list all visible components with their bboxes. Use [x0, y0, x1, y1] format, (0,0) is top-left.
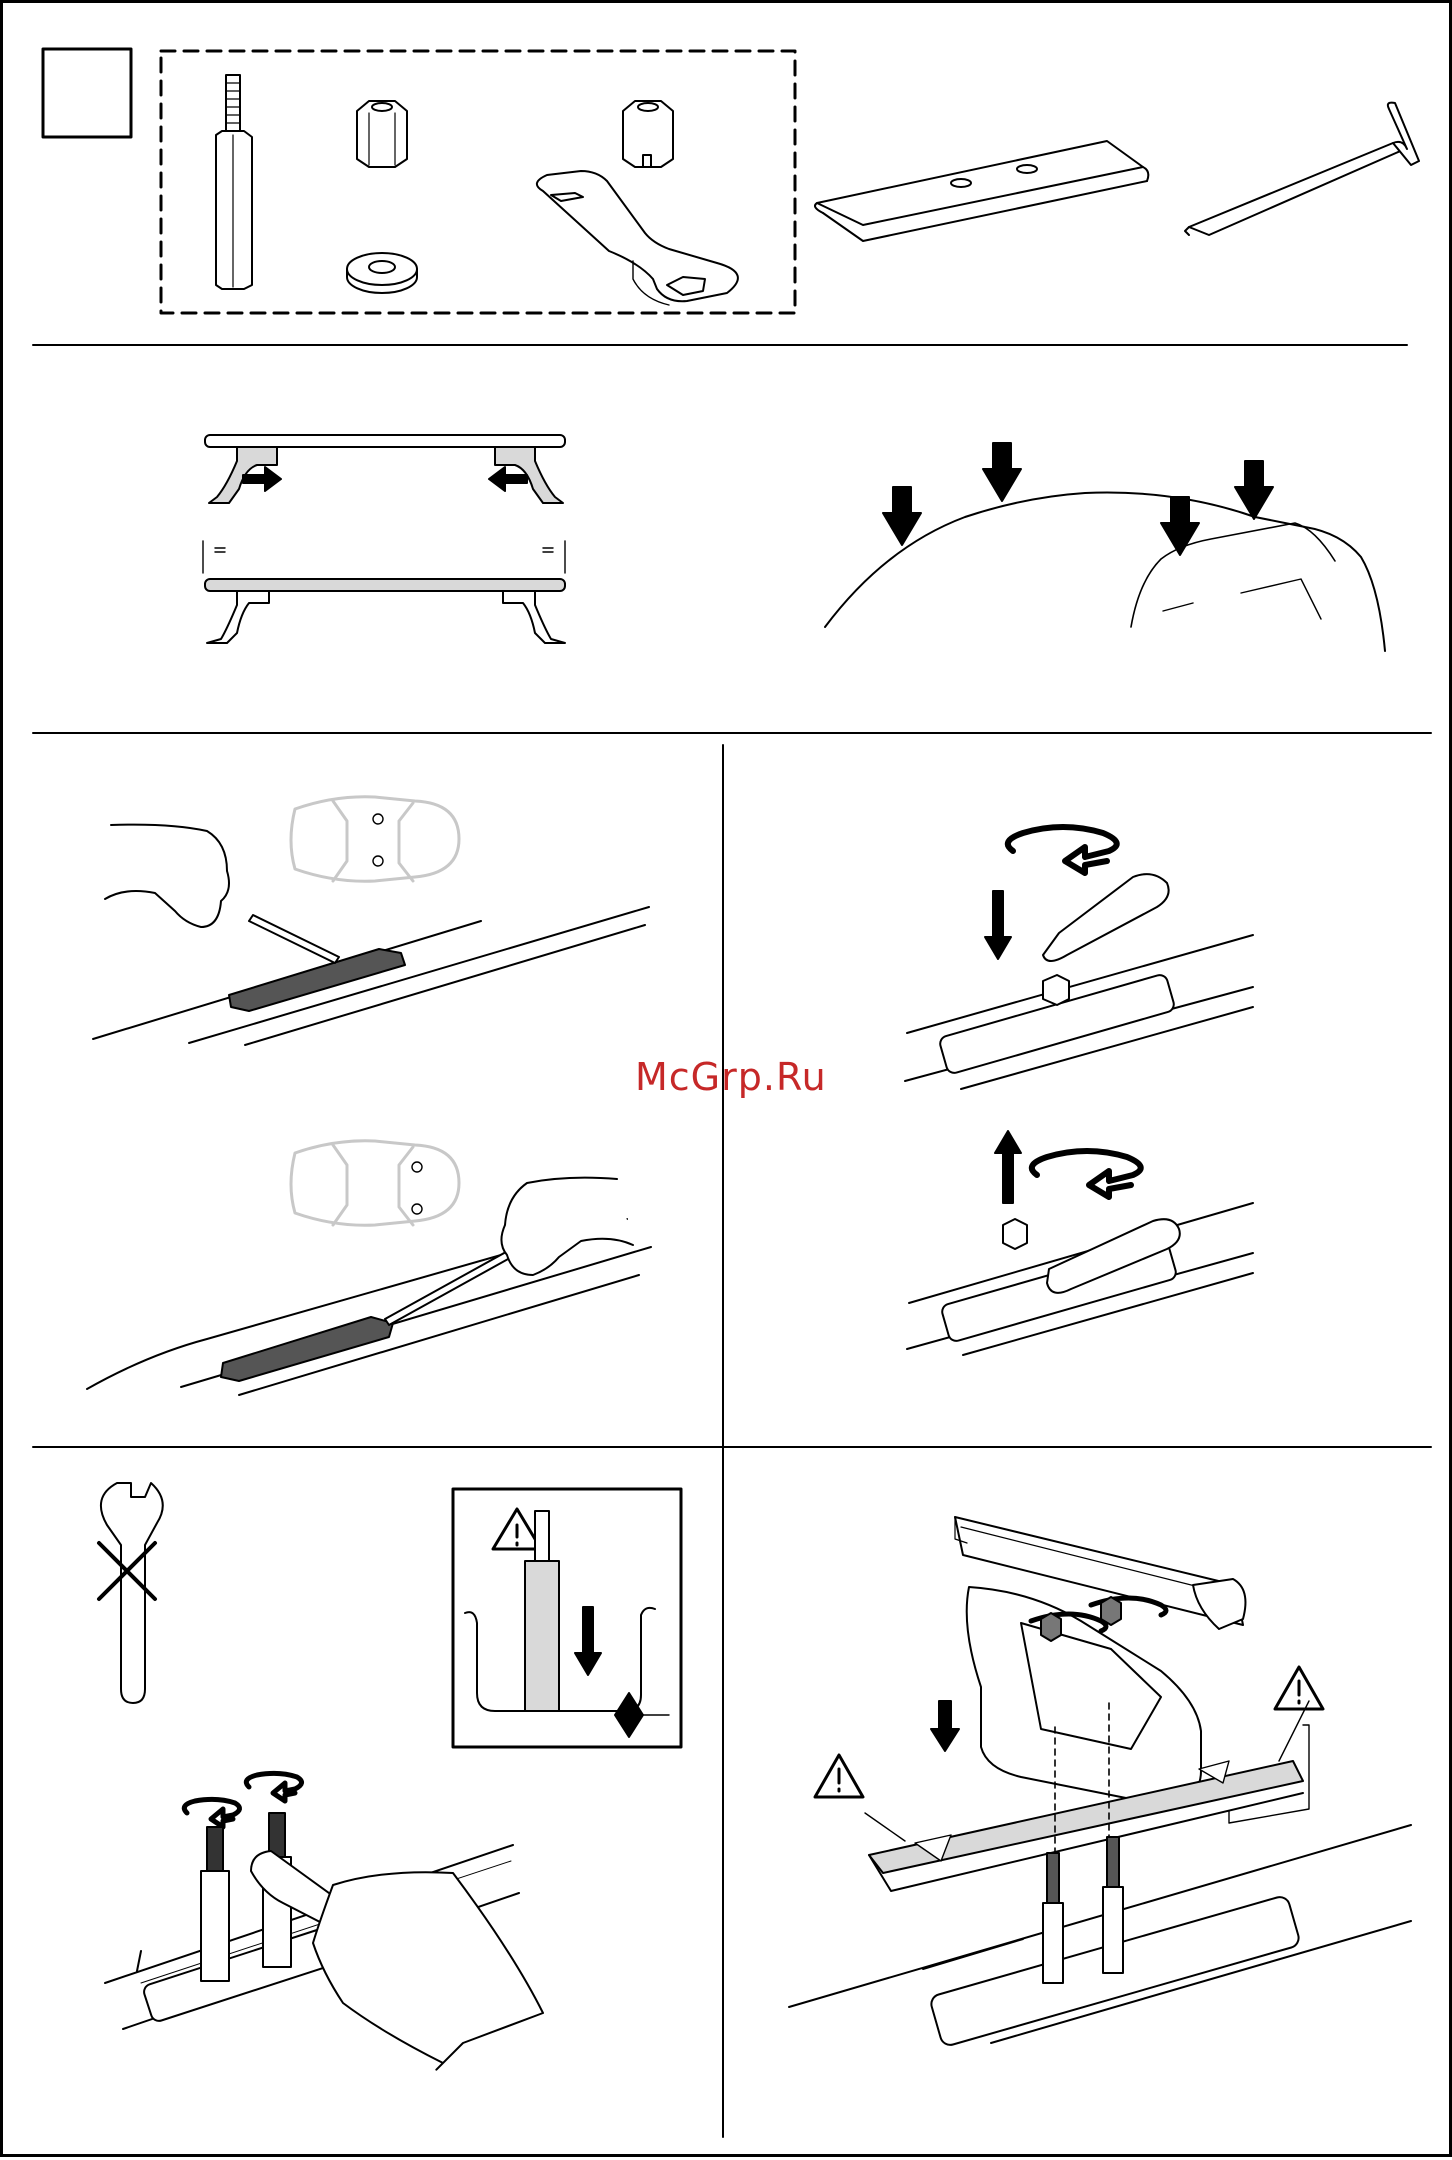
washer-icon — [347, 253, 417, 293]
arrow-down-icon — [1161, 497, 1199, 555]
rotate-arrow-icon — [1008, 827, 1117, 873]
rubber-pad-icon — [815, 141, 1148, 241]
rotate-arrow-icon — [184, 1799, 239, 1827]
warning-inset — [453, 1489, 681, 1747]
rotate-arrow-icon — [246, 1773, 301, 1801]
cover-strip-icon — [229, 949, 405, 1011]
rotate-arrow-icon — [1032, 1151, 1141, 1197]
watermark-text: McGrp.Ru — [635, 1055, 827, 1099]
roof-bar-icon — [205, 435, 565, 503]
slotted-nut-icon — [623, 101, 673, 167]
foot-adjust-panel — [203, 435, 565, 643]
arrow-down-icon — [883, 487, 921, 545]
arrow-down-icon — [931, 1701, 959, 1751]
step-number-box — [43, 49, 131, 137]
arrow-up-icon — [995, 1131, 1021, 1203]
hand-icon — [501, 1178, 633, 1275]
hex-key-icon — [1185, 103, 1419, 235]
hand-icon — [105, 825, 229, 927]
car-top-view-icon — [291, 1141, 459, 1226]
car-top-view-icon — [291, 797, 459, 882]
parts-panel — [43, 49, 1419, 313]
arrow-down-icon — [985, 891, 1011, 959]
roof-positions-panel — [825, 443, 1385, 651]
adjustable-wrench-crossed-icon — [99, 1483, 163, 1703]
open-wrench-icon — [1043, 874, 1169, 961]
roof-bar-icon — [203, 541, 565, 643]
fit-pad-panel — [789, 1517, 1411, 2047]
unscrew-nuts-panel — [905, 827, 1253, 1355]
hex-nut-icon — [357, 101, 407, 167]
screwdriver-icon — [249, 915, 339, 963]
roof-bar-foot-icon — [955, 1517, 1245, 1802]
hand-icon — [313, 1872, 543, 2069]
spacer-bolt-icon — [216, 75, 252, 289]
arrow-down-icon — [983, 443, 1021, 501]
arrow-left-icon — [489, 467, 527, 491]
remove-cover-panel — [87, 797, 651, 1395]
mount-spacers-panel — [99, 1483, 681, 2070]
open-wrench-icon — [537, 171, 738, 305]
arrow-down-icon — [1235, 461, 1273, 519]
